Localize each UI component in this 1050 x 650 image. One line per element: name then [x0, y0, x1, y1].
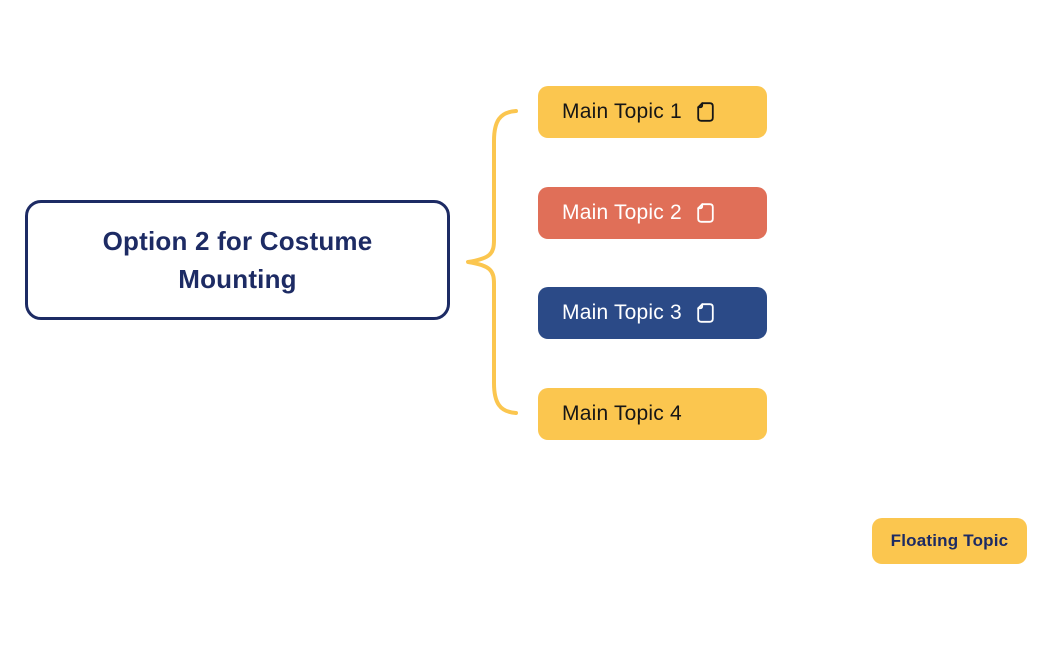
note-icon[interactable]: [695, 202, 715, 224]
note-icon[interactable]: [695, 101, 715, 123]
main-topic-3-label: Main Topic 3: [562, 301, 682, 324]
main-topic-2[interactable]: Main Topic 2: [538, 187, 767, 239]
note-icon[interactable]: [695, 302, 715, 324]
root-topic[interactable]: Option 2 for Costume Mounting: [25, 200, 450, 320]
main-topic-4-label: Main Topic 4: [562, 402, 682, 425]
main-topic-2-label: Main Topic 2: [562, 201, 682, 224]
root-topic-label: Option 2 for Costume Mounting: [102, 226, 373, 294]
floating-topic-label: Floating Topic: [890, 531, 1009, 550]
floating-topic[interactable]: Floating Topic: [872, 518, 1027, 564]
main-topic-3[interactable]: Main Topic 3: [538, 287, 767, 339]
main-topic-4[interactable]: Main Topic 4: [538, 388, 767, 440]
brace-path: [466, 109, 518, 415]
main-topic-1[interactable]: Main Topic 1: [538, 86, 767, 138]
main-topic-1-label: Main Topic 1: [562, 100, 682, 123]
